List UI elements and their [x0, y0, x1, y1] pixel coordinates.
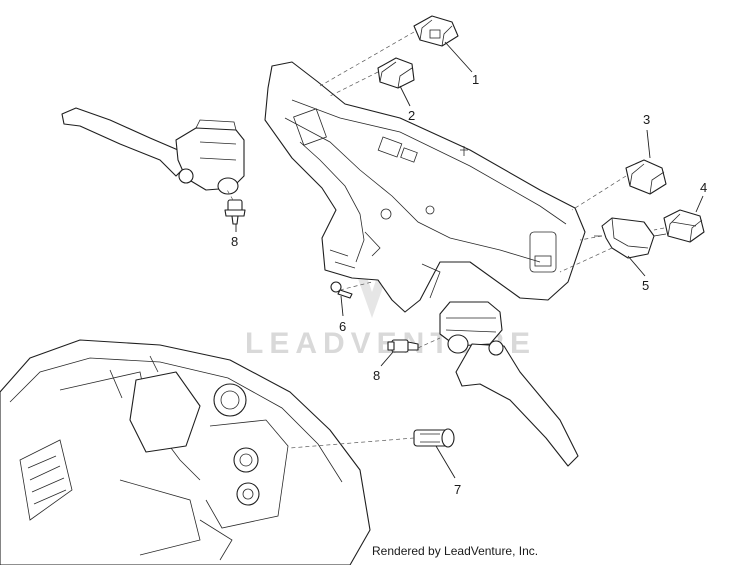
callout-numbers: 1 2 3 4 5 6 7 8 8: [231, 72, 707, 497]
right-brake-lever-assembly: [439, 301, 579, 467]
power-socket-7: [413, 428, 455, 448]
callout-3: 3: [643, 112, 650, 127]
brake-switch-right: [387, 339, 419, 353]
callout-1: 1: [472, 72, 479, 87]
assembly-lines: [225, 31, 665, 449]
switch-part-4: [663, 209, 705, 243]
switch-part-2: [377, 57, 415, 89]
switch-part-1: [413, 15, 459, 47]
front-leg-shield: [0, 339, 371, 565]
brake-switch-left: [224, 199, 246, 225]
left-brake-lever-assembly: [61, 107, 245, 195]
handlebar-cover: [264, 61, 586, 313]
leader-lines: [235, 41, 704, 479]
callout-7: 7: [454, 482, 461, 497]
callout-2: 2: [408, 108, 415, 123]
switch-part-3: [625, 159, 667, 195]
callout-5: 5: [642, 278, 649, 293]
callout-8-left: 8: [231, 234, 238, 249]
callout-8-right: 8: [373, 368, 380, 383]
callout-6: 6: [339, 319, 346, 334]
switch-part-5: [594, 217, 667, 259]
callout-4: 4: [700, 180, 707, 195]
render-credit: Rendered by LeadVenture, Inc.: [372, 544, 539, 558]
screw-6: [330, 281, 353, 299]
